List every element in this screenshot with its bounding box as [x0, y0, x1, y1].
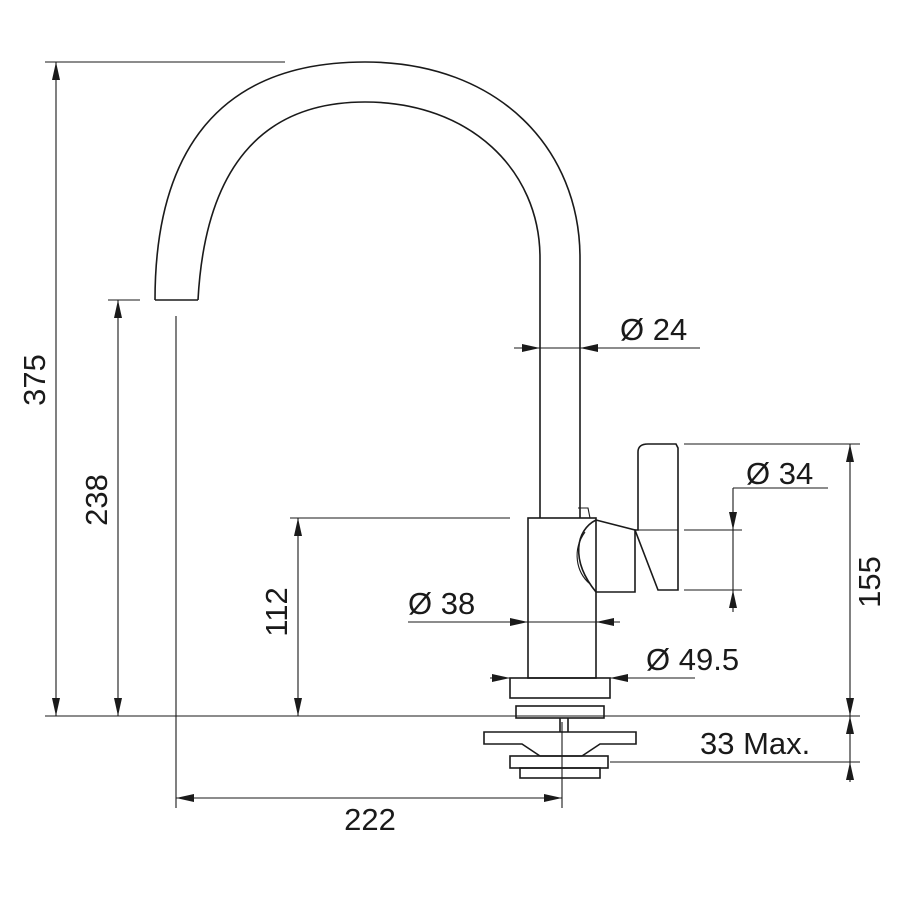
outlet-height-label: 238	[79, 474, 114, 526]
tube-diameter-label: Ø 24	[620, 312, 687, 347]
fixing-nut	[509, 755, 609, 769]
body-height-label: 112	[259, 587, 294, 636]
lever-handle	[633, 443, 679, 591]
dimension-body-height: 112	[259, 517, 510, 716]
dimension-base-diameter: Ø 49.5	[490, 642, 739, 682]
dimension-handle-height: 155	[684, 443, 887, 716]
dimension-spout-reach: 222	[175, 316, 563, 837]
base-diameter-label: Ø 49.5	[646, 642, 739, 677]
lever-joint-detail	[576, 531, 591, 585]
dimension-body-diameter: Ø 38	[408, 586, 620, 626]
faucet-body	[527, 517, 597, 679]
dimension-overall-height: 375	[17, 61, 285, 716]
body-collar	[578, 507, 591, 519]
fixing-washer	[519, 767, 601, 779]
spout-inner-curve	[197, 101, 541, 518]
overall-height-label: 375	[17, 354, 52, 406]
body-diameter-label: Ø 38	[408, 586, 475, 621]
handle-height-label: 155	[852, 556, 887, 608]
faucet-outline	[154, 61, 679, 779]
fixing-plate	[483, 731, 637, 757]
counter-thickness-label: 33 Max.	[700, 726, 810, 761]
threaded-rod	[559, 718, 569, 732]
handle-diameter-label: Ø 34	[746, 456, 813, 491]
base-ring	[509, 677, 611, 699]
spout-reach-label: 222	[344, 802, 396, 837]
dimension-tube-diameter: Ø 24	[514, 312, 700, 352]
lever-joint	[577, 519, 636, 593]
spout-outer-curve	[154, 61, 581, 518]
dimension-handle-diameter: Ø 34	[684, 456, 828, 612]
dimension-counter-thickness: 33 Max.	[610, 716, 860, 782]
dimension-outlet-height: 238	[79, 299, 140, 716]
